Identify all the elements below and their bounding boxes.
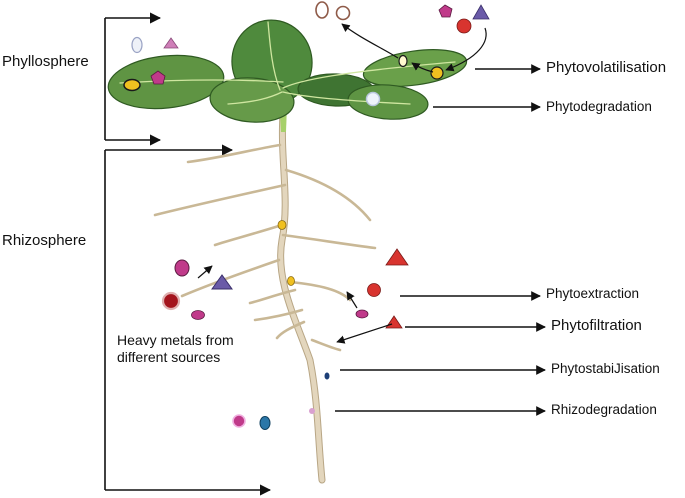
phytostabilisation-label: PhytostabiJisation xyxy=(551,361,660,376)
process-arrows xyxy=(335,64,546,416)
rhizosphere-label: Rhizosphere xyxy=(2,232,87,249)
phyllosphere-label: Phyllosphere xyxy=(2,53,89,70)
root-markers xyxy=(277,220,330,414)
rhizosphere-bracket xyxy=(104,144,272,496)
phytovolatilisation-label: Phytovolatilisation xyxy=(546,59,667,76)
plant-roots xyxy=(153,111,377,484)
plant-leaves xyxy=(107,19,468,123)
heavy-metals-note-line2: different sources xyxy=(117,348,221,365)
phytofiltration-label: Phytofiltration xyxy=(551,317,642,334)
rhizodegradation-label: Rhizodegradation xyxy=(551,402,657,417)
heavy-metals-note-line1: Heavy metals from xyxy=(117,332,234,348)
volatilisation-arrows xyxy=(341,23,487,73)
uptake-arrows xyxy=(197,265,393,344)
heavy-metals-note: Heavy metals from different sources xyxy=(117,332,287,366)
volatile-markers xyxy=(315,1,490,34)
phyllosphere-bracket xyxy=(104,12,162,146)
leaf-metal-markers xyxy=(123,36,444,107)
phytodegradation-label: Phytodegradation xyxy=(546,99,652,114)
phytoextraction-label: Phytoextraction xyxy=(546,286,640,301)
